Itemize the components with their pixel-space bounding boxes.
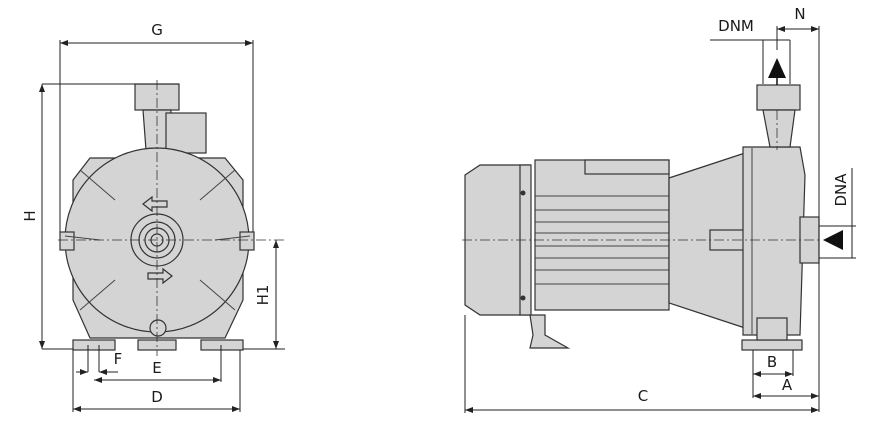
front-view: G H H1 F E D [21, 21, 285, 412]
pump-front-body [59, 83, 255, 351]
label-e: E [152, 359, 161, 377]
side-view: DNM N DNA B A C [462, 5, 856, 413]
label-b: B [767, 353, 777, 371]
label-d: D [151, 388, 163, 406]
motor-body [534, 159, 670, 311]
label-h1: H1 [254, 285, 272, 306]
label-n: N [794, 5, 805, 23]
motor-foot [529, 314, 571, 349]
label-dnm: DNM [718, 17, 754, 35]
label-g: G [151, 21, 163, 39]
label-c: C [638, 387, 648, 405]
rotation-arrow-right-icon [147, 267, 173, 285]
outlet-port [756, 84, 801, 111]
label-dna: DNA [832, 173, 850, 207]
label-h: H [21, 210, 39, 221]
inlet-flow-arrow-icon [823, 230, 843, 250]
rotation-arrow-left-icon [142, 195, 168, 213]
label-f: F [114, 350, 123, 368]
pump-foot [741, 339, 803, 351]
pump-side-body [464, 84, 820, 351]
label-a: A [782, 376, 793, 394]
outlet-flow-arrow-icon [768, 58, 786, 78]
